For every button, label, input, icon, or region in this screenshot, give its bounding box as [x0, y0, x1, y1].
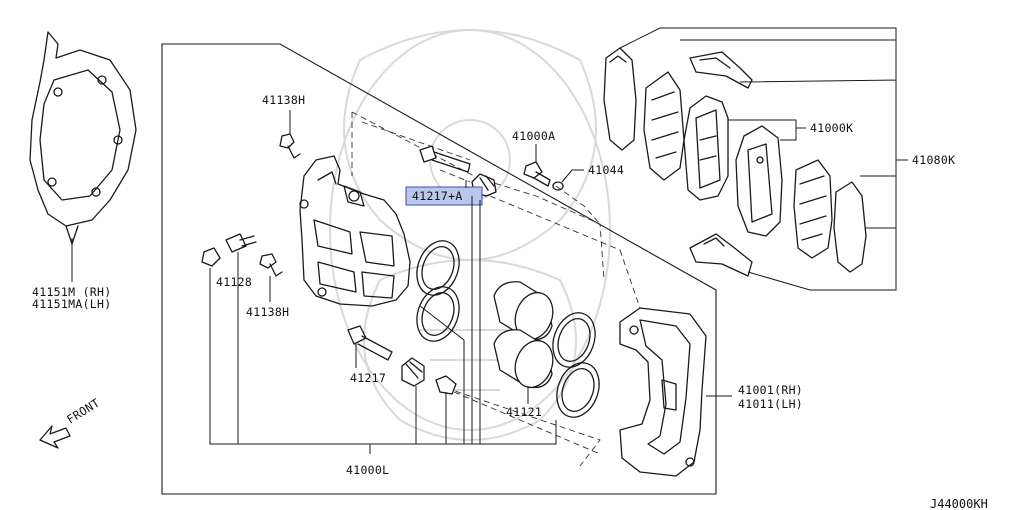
label-caliper-assembly: 41000L — [346, 463, 389, 477]
front-direction-arrow — [39, 425, 71, 449]
label-backing-plate-rh: 41151M (RH) — [32, 285, 111, 299]
piston-lower-left[interactable] — [493, 329, 559, 393]
bolt-41138h-middle[interactable] — [259, 253, 283, 302]
label-backing-plate-lh: 41151MA(LH) — [32, 297, 111, 311]
label-piston: 41121 — [506, 405, 542, 419]
label-front: FRONT — [64, 396, 102, 427]
pad-shim-outer[interactable] — [643, 71, 685, 181]
leader-pad-kit — [728, 119, 806, 141]
leader-caliper-assembly — [209, 196, 557, 454]
piston-upper-right[interactable] — [546, 307, 603, 373]
label-pad-kit: 41000K — [810, 121, 853, 135]
guide-line-pin — [361, 121, 471, 183]
label-bleeder: 41128 — [216, 275, 252, 289]
caliper-bracket[interactable] — [299, 155, 411, 307]
piston-lower-right[interactable] — [550, 357, 607, 423]
pin-boot[interactable] — [401, 357, 425, 387]
label-pin-bolt: 41217 — [350, 371, 386, 385]
piston-seal-upper[interactable] — [410, 235, 467, 301]
label-bolt-middle: 41138H — [246, 305, 289, 319]
guide-line-bolt — [555, 185, 601, 225]
pad-shim-outer-left[interactable] — [603, 47, 637, 151]
backing-plate-41151m[interactable] — [29, 31, 137, 245]
label-pin-bolt-a: 41217+A — [412, 189, 463, 203]
diagram-reference-code: J44000KH — [930, 497, 988, 510]
pad-retainer-clip-bottom[interactable] — [689, 233, 753, 277]
pad-shim-outer-right[interactable] — [833, 181, 867, 273]
label-torque-bolt: 41000A — [512, 129, 555, 143]
label-caliper-lh: 41011(LH) — [738, 397, 803, 411]
label-bolt-top: 41138H — [262, 93, 305, 107]
guide-line-pistons — [489, 195, 641, 309]
bolt-41138h-top[interactable] — [279, 110, 301, 159]
guide-line-lower — [445, 387, 601, 467]
pin-bolt-41217[interactable] — [347, 325, 393, 368]
washer-41044[interactable] — [552, 169, 584, 191]
piston-seal-lower[interactable] — [410, 281, 467, 347]
pad-shim-inner[interactable] — [793, 159, 833, 259]
label-pad-set: 41080K — [912, 153, 955, 167]
brake-pad-outer[interactable] — [683, 95, 729, 201]
piston-upper-left[interactable] — [493, 281, 559, 345]
bleeder-screw-41128[interactable] — [201, 233, 257, 272]
brake-pad-inner[interactable] — [735, 125, 783, 237]
caliper-body-41001[interactable] — [619, 307, 707, 477]
pin-bolt-41217a-highlight[interactable] — [405, 186, 483, 206]
torque-bolt-41000a[interactable] — [523, 144, 551, 187]
label-caliper-rh: 41001(RH) — [738, 383, 803, 397]
label-washer: 41044 — [588, 163, 624, 177]
pad-retainer-clip-top[interactable] — [689, 51, 753, 89]
caliper-assembly-frame — [161, 43, 717, 495]
leader-pad-set — [619, 27, 897, 291]
pin-sleeve[interactable] — [435, 375, 457, 395]
